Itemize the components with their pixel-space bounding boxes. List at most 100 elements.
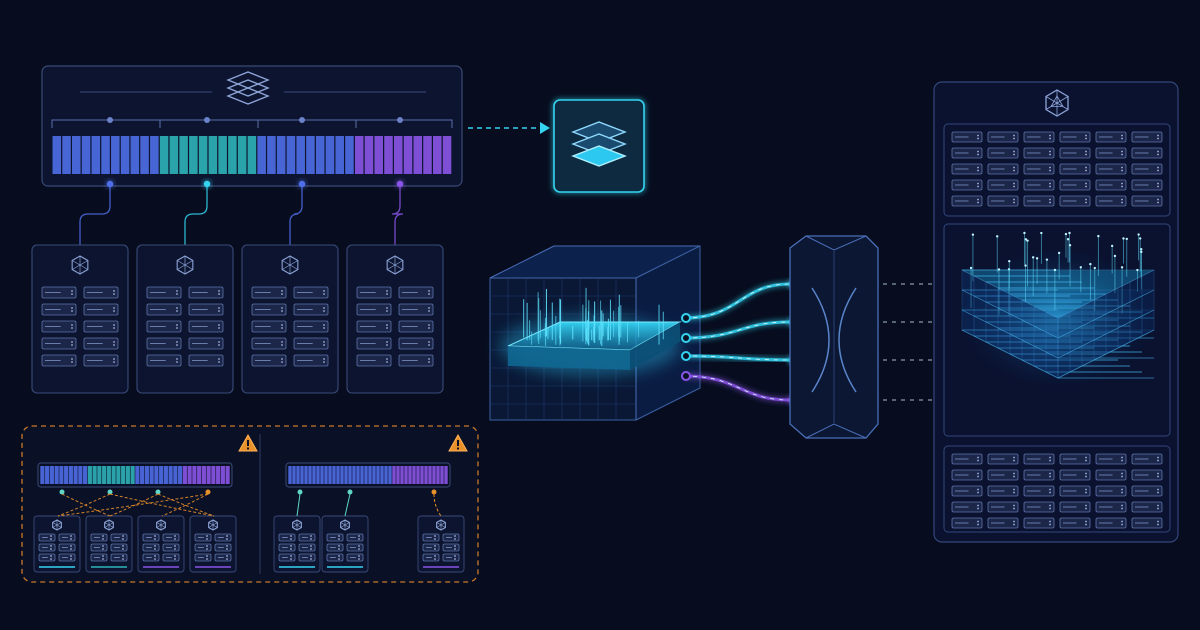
data-slot xyxy=(78,466,83,484)
data-slot xyxy=(201,466,206,484)
offload-link xyxy=(433,493,442,517)
data-slot xyxy=(121,466,126,484)
server-slot-icon xyxy=(398,303,434,316)
shard-panel xyxy=(31,244,129,394)
server-slot-icon xyxy=(1095,469,1127,481)
data-slot xyxy=(354,136,364,174)
server-slot-icon xyxy=(1023,517,1055,529)
server-slot-icon xyxy=(987,453,1019,465)
server-slot-icon xyxy=(1059,501,1091,513)
server-slot-icon xyxy=(142,533,160,542)
data-slot xyxy=(72,136,81,174)
data-slot xyxy=(247,136,257,174)
server-slot-icon xyxy=(58,553,76,562)
data-slot xyxy=(380,466,384,484)
data-slot xyxy=(120,136,130,174)
server-slot-icon xyxy=(146,337,182,350)
data-slot xyxy=(125,466,130,484)
server-slot-icon xyxy=(188,303,224,316)
data-slot xyxy=(187,466,192,484)
pin-dot xyxy=(1113,254,1117,258)
data-slot xyxy=(218,136,227,174)
server-slot-icon xyxy=(356,337,392,350)
pin-dot xyxy=(1068,231,1071,235)
server-slot-icon xyxy=(951,453,983,465)
bracket-dots xyxy=(107,117,403,123)
data-slot xyxy=(420,466,424,484)
pin-dot xyxy=(1008,260,1011,263)
pin-dot xyxy=(1136,268,1139,272)
server-slot-icon xyxy=(83,320,119,333)
layers-stack-icon xyxy=(571,121,627,167)
data-slot xyxy=(97,466,102,484)
data-slot xyxy=(140,466,145,484)
server-slot-icon xyxy=(41,303,77,316)
data-slot xyxy=(154,466,159,484)
mini-node-panel xyxy=(189,515,237,573)
mini-node-panel xyxy=(33,515,81,573)
pin-dot xyxy=(1089,262,1092,266)
geodesic-node-icon xyxy=(71,255,89,275)
server-slot-icon xyxy=(398,286,434,299)
pin-dot xyxy=(1140,248,1143,251)
data-slot xyxy=(102,466,107,484)
cluster-isometric-grid xyxy=(961,231,1155,388)
data-slot xyxy=(149,466,154,484)
pin-dot xyxy=(1122,237,1125,240)
server-slot-icon xyxy=(1023,195,1055,207)
server-slot-icon xyxy=(110,543,128,552)
pin-dot xyxy=(1031,256,1035,259)
server-slot-icon xyxy=(951,131,983,143)
pin-dot xyxy=(997,268,1001,271)
server-slot-icon xyxy=(278,553,296,562)
cross-shard-link xyxy=(157,493,215,517)
data-slot xyxy=(159,466,164,484)
server-slot-icon xyxy=(278,543,296,552)
geodesic-node-icon xyxy=(208,519,218,531)
server-slot-icon xyxy=(146,286,182,299)
warning-triangle-icon xyxy=(238,433,258,452)
server-slot-icon xyxy=(1095,179,1127,191)
data-slot xyxy=(340,466,344,484)
grid-line xyxy=(961,329,1155,379)
server-slot-icon xyxy=(146,303,182,316)
data-slot xyxy=(54,466,59,484)
pin-dot xyxy=(1138,237,1142,240)
shard-link xyxy=(79,186,111,246)
data-slot xyxy=(368,466,372,484)
layers-stack-icon xyxy=(226,71,270,105)
data-slot xyxy=(140,136,149,174)
server-slot-icon xyxy=(293,303,329,316)
data-slot xyxy=(182,466,187,484)
server-slot-icon xyxy=(346,533,364,542)
server-slot-icon xyxy=(1059,179,1091,191)
data-slot xyxy=(396,466,400,484)
server-slot-icon xyxy=(1023,179,1055,191)
server-slot-icon xyxy=(1059,195,1091,207)
data-slot xyxy=(40,466,45,484)
server-slot-icon xyxy=(1095,195,1127,207)
index-layers-node xyxy=(553,99,645,193)
server-slot-icon xyxy=(1023,163,1055,175)
geodesic-node-icon xyxy=(156,519,166,531)
server-slot-icon xyxy=(1131,179,1163,191)
link-dot xyxy=(396,180,404,188)
server-slot-icon xyxy=(1023,147,1055,159)
link-dot xyxy=(106,180,114,188)
server-slot-icon xyxy=(1023,131,1055,143)
server-slot-icon xyxy=(251,354,287,367)
server-slot-icon xyxy=(951,163,983,175)
cross-shard-link xyxy=(161,493,209,517)
server-slot-icon xyxy=(188,337,224,350)
geodesic-node-icon xyxy=(1045,89,1069,117)
link-dot xyxy=(431,489,437,495)
data-slot xyxy=(116,466,121,484)
data-slot xyxy=(178,466,183,484)
server-slot-icon xyxy=(142,543,160,552)
data-slot xyxy=(400,466,404,484)
channel-in-dash xyxy=(683,375,791,401)
geodesic-node-icon xyxy=(292,519,302,531)
server-slot-icon xyxy=(194,543,212,552)
port-dot xyxy=(681,333,691,343)
server-slot-icon xyxy=(1095,163,1127,175)
